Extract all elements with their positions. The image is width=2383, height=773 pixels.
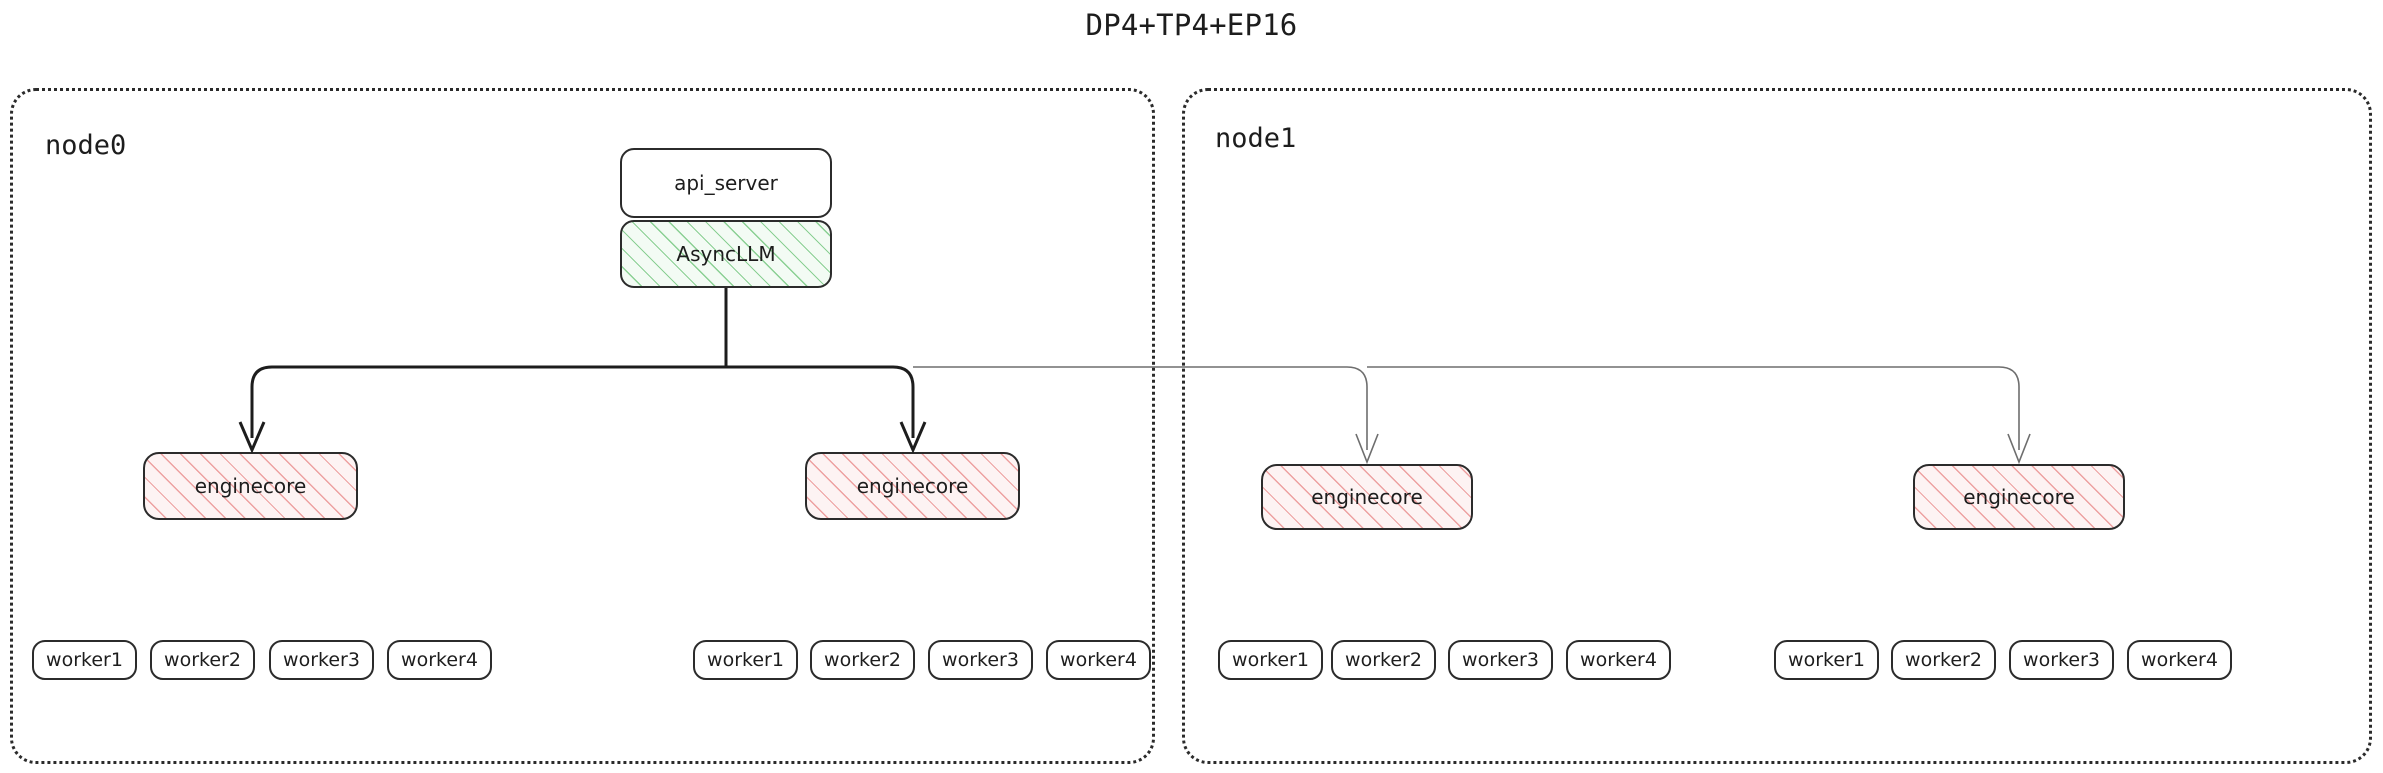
worker-label: worker2 (1345, 649, 1422, 671)
worker-label: worker1 (46, 649, 123, 671)
worker-label: worker3 (283, 649, 360, 671)
block-worker-n0-g1-1[interactable]: worker2 (810, 640, 915, 680)
block-worker-n1-g1-3[interactable]: worker4 (2127, 640, 2232, 680)
worker-label: worker1 (1788, 649, 1865, 671)
block-worker-n1-g0-0[interactable]: worker1 (1218, 640, 1323, 680)
block-enginecore-label: enginecore (856, 474, 969, 498)
worker-label: worker1 (707, 649, 784, 671)
block-worker-n0-g0-2[interactable]: worker3 (269, 640, 374, 680)
block-enginecore-n0-0[interactable]: enginecore (143, 452, 358, 520)
worker-label: worker1 (1232, 649, 1309, 671)
block-asyncllm[interactable]: AsyncLLM (620, 220, 832, 288)
block-worker-n0-g0-3[interactable]: worker4 (387, 640, 492, 680)
block-worker-n0-g0-1[interactable]: worker2 (150, 640, 255, 680)
block-worker-n0-g1-0[interactable]: worker1 (693, 640, 798, 680)
worker-label: worker3 (942, 649, 1019, 671)
block-enginecore-label: enginecore (1963, 485, 2075, 509)
worker-label: worker2 (164, 649, 241, 671)
worker-label: worker2 (1905, 649, 1982, 671)
block-api-server[interactable]: api_server (620, 148, 832, 218)
page-title: DP4+TP4+EP16 (1085, 8, 1298, 42)
block-worker-n1-g1-1[interactable]: worker2 (1891, 640, 1996, 680)
node-label-node0: node0 (45, 130, 127, 161)
block-worker-n1-g0-3[interactable]: worker4 (1566, 640, 1671, 680)
block-worker-n1-g1-0[interactable]: worker1 (1774, 640, 1879, 680)
block-enginecore-n1-0[interactable]: enginecore (1261, 464, 1473, 530)
block-enginecore-label: enginecore (194, 474, 307, 498)
node-label-node1: node1 (1215, 123, 1297, 154)
worker-label: worker2 (824, 649, 901, 671)
worker-label: worker4 (1580, 649, 1657, 671)
worker-label: worker4 (1060, 649, 1137, 671)
block-worker-n1-g1-2[interactable]: worker3 (2009, 640, 2114, 680)
block-worker-n1-g0-1[interactable]: worker2 (1331, 640, 1436, 680)
block-enginecore-n0-1[interactable]: enginecore (805, 452, 1020, 520)
block-worker-n1-g0-2[interactable]: worker3 (1448, 640, 1553, 680)
worker-label: worker3 (1462, 649, 1539, 671)
block-worker-n0-g1-2[interactable]: worker3 (928, 640, 1033, 680)
worker-label: worker4 (401, 649, 478, 671)
block-api-server-label: api_server (674, 171, 778, 195)
block-asyncllm-label: AsyncLLM (676, 242, 776, 266)
block-enginecore-n1-1[interactable]: enginecore (1913, 464, 2125, 530)
worker-label: worker3 (2023, 649, 2100, 671)
block-worker-n0-g0-0[interactable]: worker1 (32, 640, 137, 680)
worker-label: worker4 (2141, 649, 2218, 671)
block-enginecore-label: enginecore (1311, 485, 1423, 509)
block-worker-n0-g1-3[interactable]: worker4 (1046, 640, 1151, 680)
